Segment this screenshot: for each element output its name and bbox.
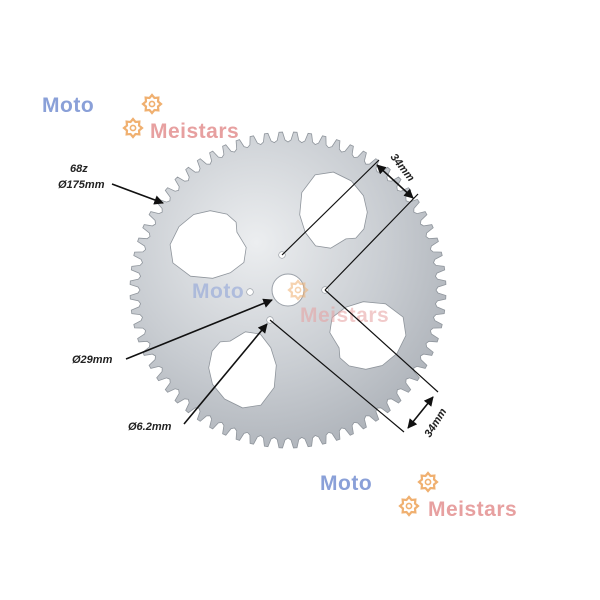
watermark-word-moto: Moto [192,280,244,303]
gear-icon [398,495,420,517]
bore-leader [125,298,273,360]
watermark-word-meistars: Meistars [428,498,517,521]
bolt-hole-diameter-label: Ø6.2mm [128,421,172,433]
watermark-word-moto: Moto [320,472,372,495]
dimension-extension-line [281,159,380,256]
outer-diameter-leader [111,183,164,205]
gear-icon [287,279,309,301]
gear-icon [417,471,439,493]
dimension-extension-line [324,193,419,291]
watermark-word-moto: Moto [42,94,94,117]
bolt-hole-leader [183,323,268,425]
dimension-extension-line [324,289,439,393]
watermark-logo-top: Moto Meistars [42,93,239,143]
bolt-hole [246,288,254,296]
gear-icon [122,117,144,139]
dimension-arrow-top [376,164,414,199]
outer-diameter-label: Ø175mm [58,179,105,191]
dimension-arrow-bottom [407,396,434,429]
watermark-logo-bottom: Moto Meistars [320,471,517,521]
watermark-word-meistars: Meistars [150,120,239,143]
watermark-word-meistars: Meistars [300,304,389,327]
dimension-extension-line [269,319,405,433]
teeth-count-label: 68z [70,163,88,175]
gear-icon [141,93,163,115]
watermark-logo-center: Moto Meistars [192,279,389,327]
bore-diameter-label: Ø29mm [72,354,113,366]
bolt-spacing-bottom-label: 34mm [422,406,449,440]
